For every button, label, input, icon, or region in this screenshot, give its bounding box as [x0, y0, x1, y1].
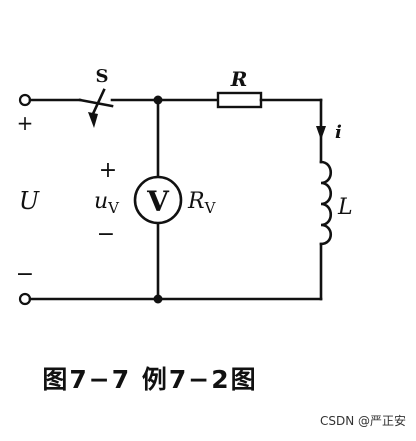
meter-voltage-sub: V: [107, 199, 120, 217]
terminal-plus-label: +: [17, 111, 34, 135]
inductor-label: L: [337, 195, 353, 220]
switch-blade: [78, 98, 114, 108]
meter-plus-label: +: [99, 158, 117, 183]
meter-resistance-label: RV: [187, 189, 217, 217]
switch-contact: [90, 88, 106, 118]
current-arrow-icon: [316, 126, 326, 140]
meter-resistance-main: R: [187, 189, 205, 214]
resistor-label: R: [230, 67, 248, 91]
inductor-coil: [319, 160, 333, 246]
watermark-text: CSDN @严正安: [319, 414, 406, 428]
switch-label: S: [96, 66, 109, 87]
switch-arrow-icon: [88, 112, 98, 128]
source-voltage-label: U: [19, 187, 40, 215]
meter-resistance-sub: V: [204, 199, 217, 217]
resistor-symbol: [216, 91, 263, 109]
meter-minus-label: −: [97, 222, 115, 247]
current-label: i: [335, 122, 342, 143]
meter-voltage-main: u: [94, 189, 108, 214]
terminal-top-left: [18, 93, 32, 107]
figure-caption: 图7−7 例7−2图: [42, 365, 258, 394]
terminal-bottom-left: [18, 292, 32, 306]
junction-top: [153, 95, 163, 105]
voltmeter-symbol: [133, 175, 183, 225]
meter-voltage-label: uV: [94, 189, 120, 217]
terminal-minus-label: −: [16, 262, 34, 287]
voltmeter-letter: V: [146, 185, 170, 218]
junction-bottom: [153, 294, 163, 304]
